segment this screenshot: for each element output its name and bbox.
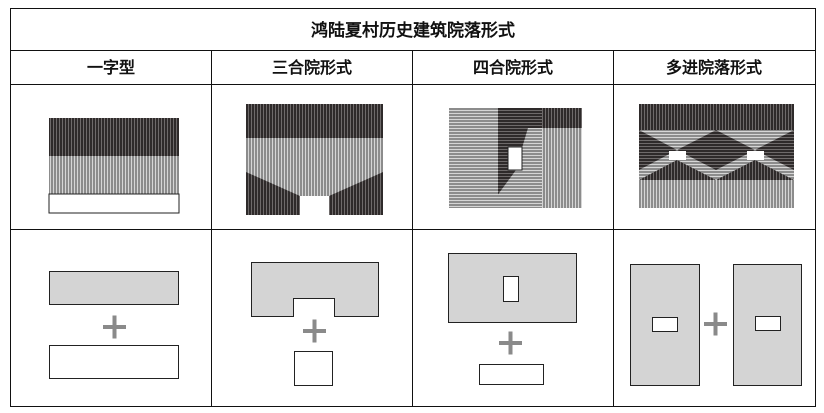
blocks-duo-jin-yuan xyxy=(630,264,802,386)
roof-plan-san-he-yuan xyxy=(246,104,383,215)
plus-icon xyxy=(704,312,727,336)
header-san-he-yuan: 三合院形式 xyxy=(272,58,352,77)
roof-plan-yi-zi-xing xyxy=(48,118,180,214)
plus-icon xyxy=(303,319,326,343)
table-grid xyxy=(10,8,816,407)
header-si-he-yuan: 四合院形式 xyxy=(473,58,553,77)
header-yi-zi-xing: 一字型 xyxy=(87,58,135,77)
roof-plan-duo-jin-yuan xyxy=(639,104,794,208)
plus-icon xyxy=(499,331,522,355)
blocks-si-he-yuan xyxy=(448,253,577,385)
roof-plan-si-he-yuan xyxy=(449,108,582,208)
table-title: 鸿陆夏村历史建筑院落形式 xyxy=(311,20,515,41)
blocks-san-he-yuan xyxy=(251,262,379,386)
header-duo-jin-yuan: 多进院落形式 xyxy=(666,58,762,77)
plus-icon xyxy=(103,315,126,339)
blocks-yi-zi-xing xyxy=(49,271,179,379)
